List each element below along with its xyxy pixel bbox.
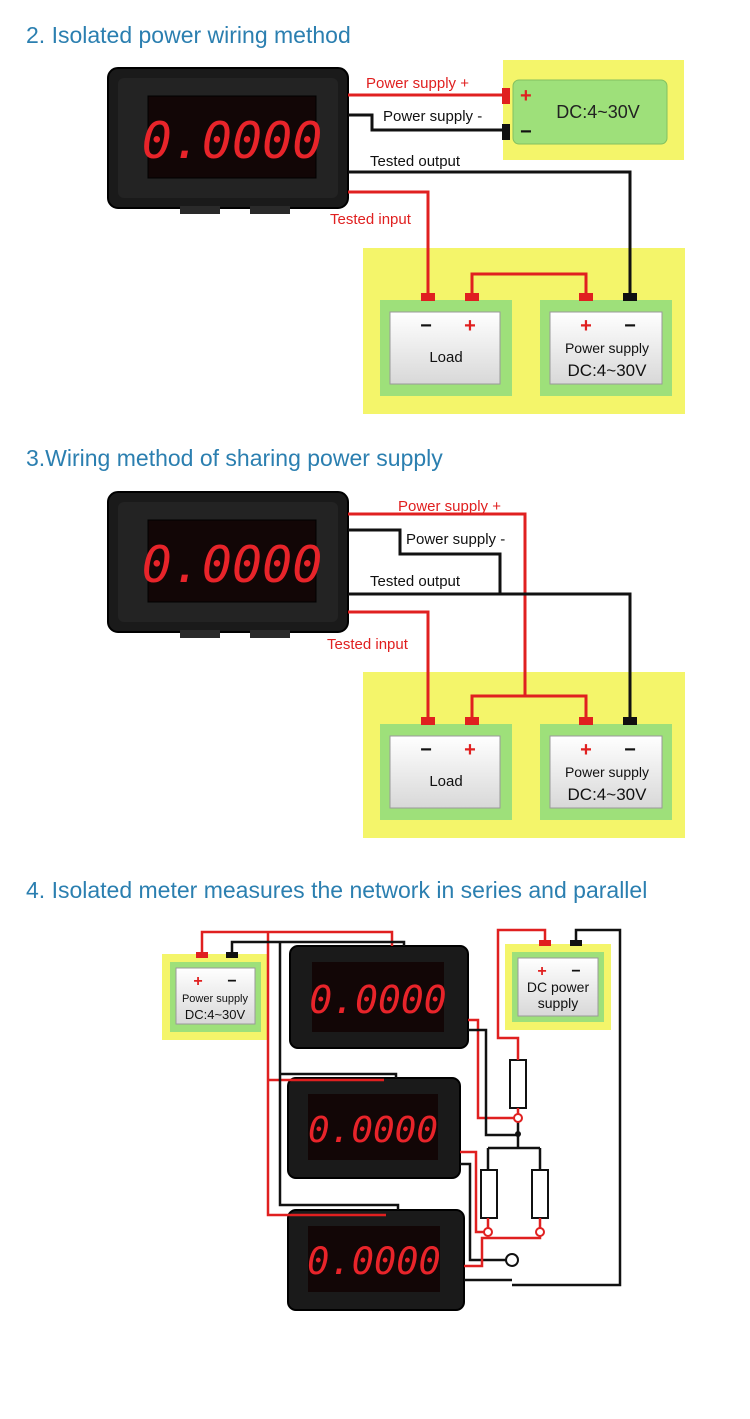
load-minus: − <box>420 315 432 337</box>
supply-voltage: DC:4~30V <box>568 361 648 380</box>
section-2-diagram: 0.0000 + − DC:4~30V − + Load + − Power s… <box>107 60 685 414</box>
label-tested-input: Tested input <box>327 636 409 653</box>
label-power-minus: Power supply - <box>406 531 505 548</box>
dc-supply-line2: supply <box>538 995 578 1011</box>
label-tested-output: Tested output <box>370 573 461 590</box>
supply-plus: + <box>580 315 592 337</box>
meter-1-display: 0.0000 <box>309 978 446 1022</box>
meter-2: 0.0000 <box>287 1077 461 1179</box>
section-3-diagram: 0.0000 − + Load + − Power supply DC:4~30… <box>107 491 685 838</box>
meter: 0.0000 <box>107 67 349 214</box>
power-supply-box: + − Power supply DC:4~30V <box>540 724 672 820</box>
section-4-diagram: + − Power supply DC:4~30V + − DC power s… <box>162 928 622 1311</box>
supply-label: Power supply <box>565 764 649 780</box>
dc-supply-line1: DC power <box>527 979 590 995</box>
small-power-supply: + − Power supply DC:4~30V <box>162 954 269 1040</box>
load-label: Load <box>429 349 462 366</box>
meter-display: 0.0000 <box>142 536 323 594</box>
label-tested-output: Tested output <box>370 153 461 170</box>
supply-plus: + <box>580 739 592 761</box>
resistors <box>480 1059 549 1219</box>
section-3-heading: 3.Wiring method of sharing power supply <box>26 445 443 471</box>
label-tested-input: Tested input <box>330 211 412 228</box>
dc-source: + − DC:4~30V <box>503 60 684 160</box>
small-supply-label: Power supply <box>182 993 249 1005</box>
label-power-plus: Power supply + <box>366 75 469 92</box>
load-plus: + <box>464 315 476 337</box>
dc-power-supply: + − DC power supply <box>505 944 611 1030</box>
meter-3-display: 0.0000 <box>307 1240 441 1283</box>
supply-label: Power supply <box>565 340 649 356</box>
load-plus: + <box>464 739 476 761</box>
small-supply-minus: − <box>227 973 236 990</box>
section-4-heading: 4. Isolated meter measures the network i… <box>26 877 648 903</box>
dc-supply-minus: − <box>571 963 580 980</box>
load-minus: − <box>420 739 432 761</box>
dc-source-label: DC:4~30V <box>556 102 640 122</box>
section-2-heading: 2. Isolated power wiring method <box>26 22 351 48</box>
supply-minus: − <box>624 315 636 337</box>
dc-source-plus: + <box>520 85 532 107</box>
wiring <box>348 512 632 720</box>
load-box: − + Load <box>380 300 512 396</box>
meter-display: 0.0000 <box>142 112 323 170</box>
small-supply-voltage: DC:4~30V <box>185 1007 246 1022</box>
small-supply-plus: + <box>193 973 202 990</box>
meter-3: 0.0000 <box>287 1209 465 1311</box>
meter-2-display: 0.0000 <box>308 1110 438 1151</box>
dc-supply-plus: + <box>537 963 546 980</box>
label-power-plus: Power supply + <box>398 498 501 515</box>
load-box: − + Load <box>380 724 512 820</box>
supply-voltage: DC:4~30V <box>568 785 648 804</box>
supply-minus: − <box>624 739 636 761</box>
label-power-minus: Power supply - <box>383 108 482 125</box>
wiring <box>348 93 632 296</box>
load-label: Load <box>429 773 462 790</box>
power-supply-box: + − Power supply DC:4~30V <box>540 300 672 396</box>
meter: 0.0000 <box>107 491 349 638</box>
dc-source-minus: − <box>520 121 532 143</box>
meter-1: 0.0000 <box>289 945 469 1049</box>
